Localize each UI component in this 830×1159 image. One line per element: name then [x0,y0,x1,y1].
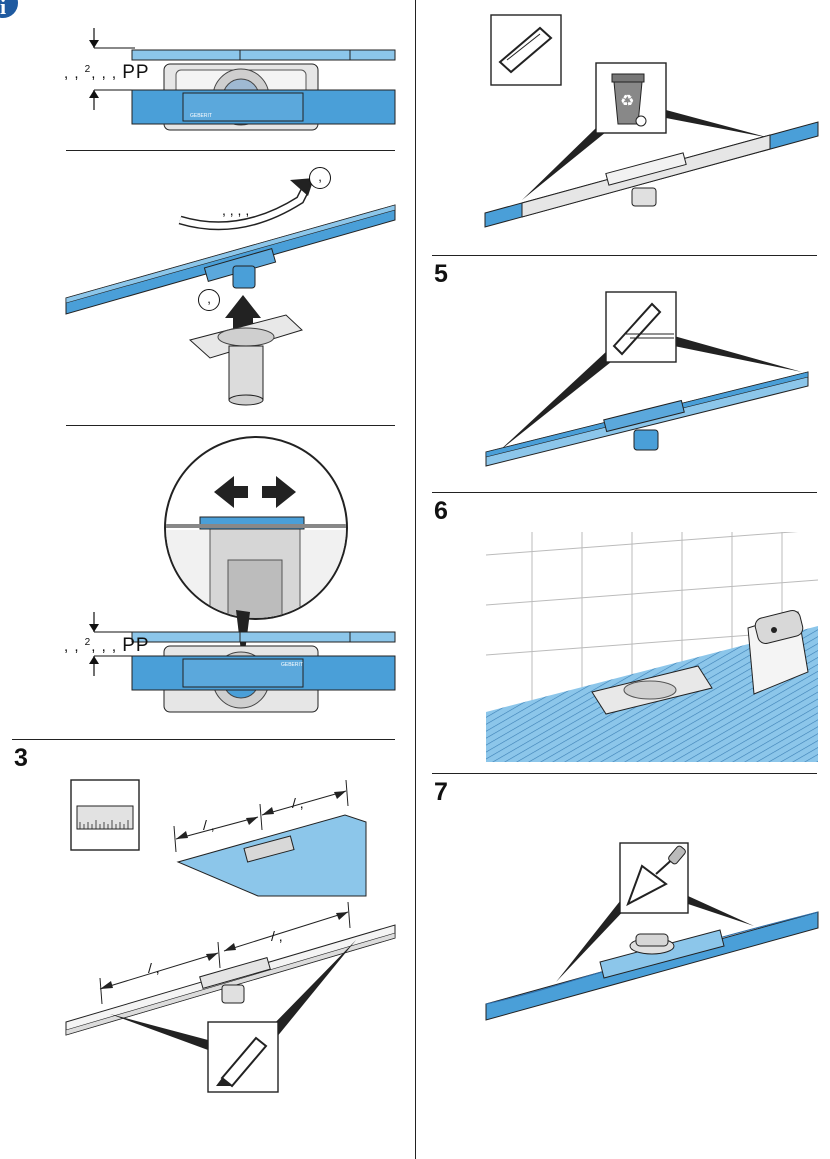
step-separator [12,739,395,740]
step-separator [432,255,817,256]
column-divider [415,0,416,1159]
info-icon: i [0,0,18,19]
distance-label: , , 2, , , PP [64,635,150,656]
dimension-label: / , [271,928,283,944]
separator [66,425,395,426]
dimension-label: / , [148,960,160,976]
rotate-label: , , , , [222,202,250,218]
step-number: 7 [434,778,448,806]
dimension-label: / , [292,795,304,811]
step-marker-bottom: , [198,289,220,311]
step-number: 6 [434,497,448,525]
svg-text:GEBERIT: GEBERIT [190,113,212,119]
dimension-label: / , [203,817,215,833]
step-number: 5 [434,260,448,288]
step-separator [432,773,817,774]
separator [66,150,395,151]
svg-text:GEBERIT: GEBERIT [281,662,303,668]
step-separator [432,492,817,493]
svg-text:♻: ♻ [620,91,634,110]
step-marker-top: , [309,167,331,189]
step-number: 3 [14,744,28,772]
distance-label: , , 2, , , PP [64,62,150,83]
